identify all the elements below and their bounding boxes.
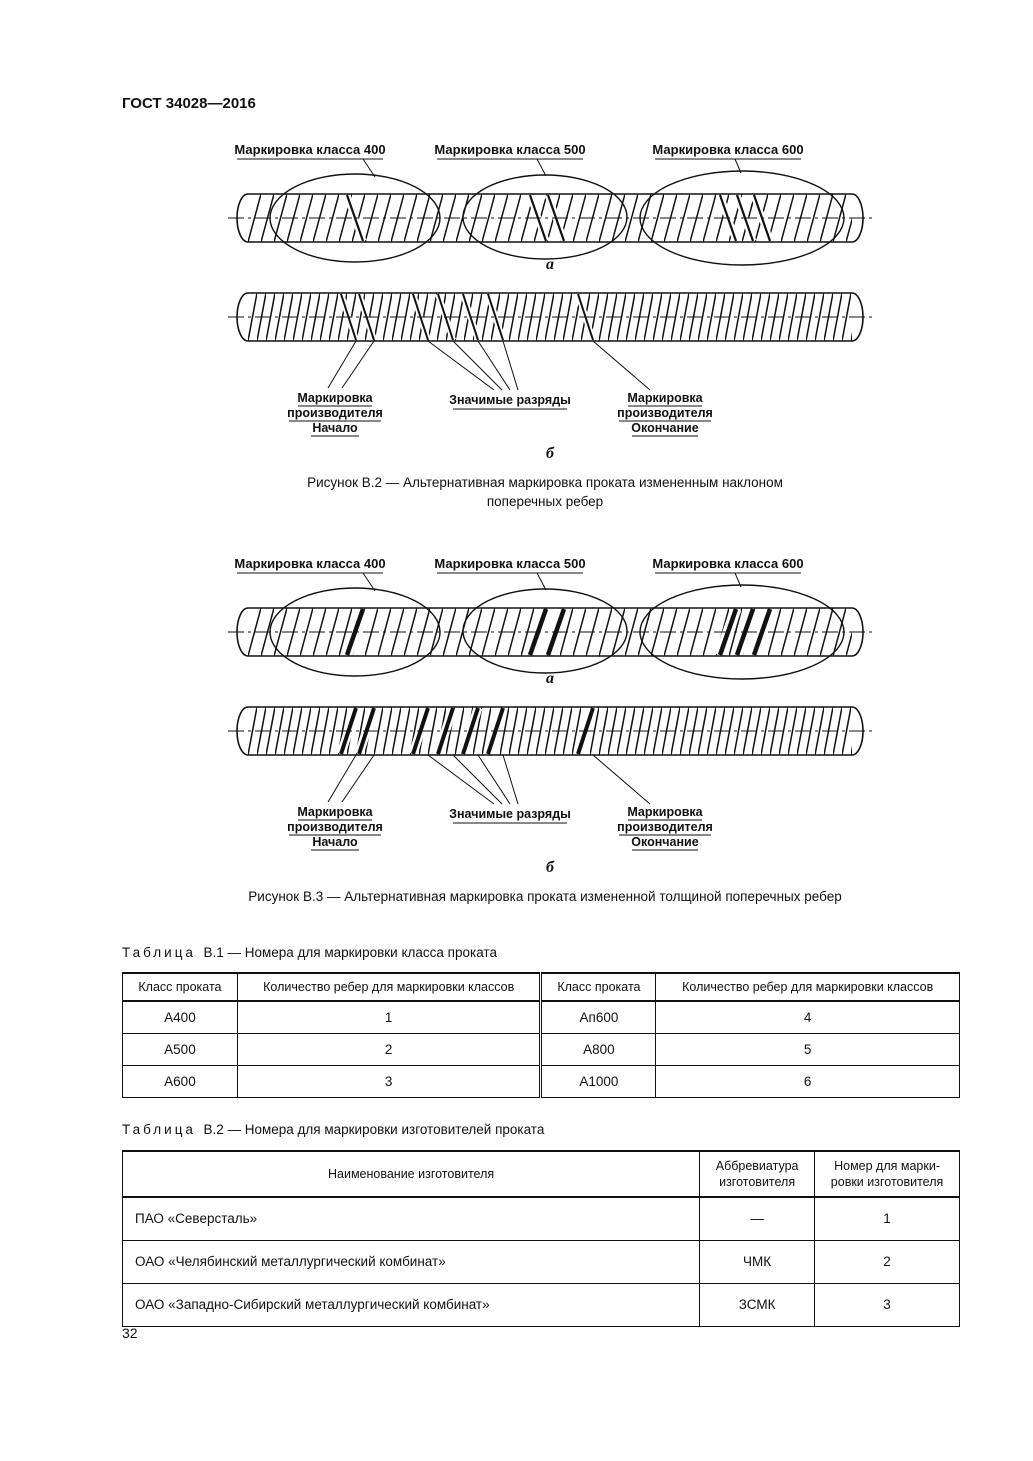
table-row: ОАО «Челябинский металлургический комбин… [121, 1239, 960, 1284]
header-line: Номер для марки- [834, 1159, 940, 1173]
table-row: А500 2 А800 5 [122, 1032, 960, 1066]
cell-number: 2 [814, 1239, 960, 1284]
figure-b3-drawing: Маркировка класса 400 Маркировка класса … [228, 556, 872, 876]
header-line: Аббревиатура [715, 1159, 799, 1173]
producer-start-line1: Маркировка [297, 391, 373, 405]
caption-line: поперечных ребер [486, 494, 604, 509]
significant-digits-label: Значимые разряды [449, 393, 571, 407]
producer-end-line3: Окончание [631, 835, 698, 849]
producer-end-line2: производителя [617, 820, 713, 834]
table-row: А600 3 А1000 6 [122, 1064, 960, 1098]
label-leader-lines [237, 572, 801, 592]
table-title-text: В.1 — Номера для маркировки класса прока… [203, 945, 497, 960]
col-header-manufacturer: Наименование изготовителя [121, 1150, 701, 1198]
callout-underlines [289, 405, 711, 437]
cell-class: А800 [539, 1032, 657, 1066]
sublabel-a: а [546, 670, 554, 687]
figure-b2-caption: Рисунок В.2 — Альтернативная маркировка … [175, 473, 915, 511]
figure-b3-caption: Рисунок В.3 — Альтернативная маркировка … [115, 887, 975, 906]
class-label-400: Маркировка класса 400 [234, 142, 385, 157]
figure-b2-drawing: Маркировка класса 400 Маркировка класса … [228, 142, 872, 462]
producer-end-line1: Маркировка [627, 391, 703, 405]
cell-ribs: 4 [655, 1000, 960, 1034]
producer-start-line2: производителя [287, 406, 383, 420]
table-title-text: В.2 — Номера для маркировки изготовителе… [203, 1122, 545, 1137]
rebar-a [228, 584, 872, 680]
class-labels: Маркировка класса 400 Маркировка класса … [234, 142, 804, 178]
cell-number: 3 [814, 1282, 960, 1327]
callout-lines [327, 340, 651, 391]
table-b2: Наименование изготовителя Аббревиатура и… [121, 1150, 960, 1327]
callout-labels: Маркировка производителя Начало Значимые… [287, 805, 713, 851]
class-label-500: Маркировка класса 500 [434, 556, 585, 571]
class-label-600: Маркировка класса 600 [652, 142, 803, 157]
table-row: ОАО «Западно-Сибирский металлургический … [121, 1282, 960, 1327]
table-b1-title: Таблица В.1 — Номера для маркировки клас… [122, 945, 497, 960]
callout-underlines [289, 819, 711, 851]
col-header-class: Класс проката [122, 972, 238, 1002]
cell-abbreviation: ЧМК [699, 1239, 816, 1284]
figure-b2: Маркировка класса 400 Маркировка класса … [145, 138, 885, 473]
label-leader-lines [237, 158, 801, 178]
caption-line: Рисунок В.3 — Альтернативная маркировка … [248, 889, 842, 904]
table-word: Таблица [122, 1122, 196, 1137]
col-header-number: Номер для марки- ровки изготовителя [814, 1150, 960, 1198]
cell-manufacturer: ОАО «Западно-Сибирский металлургический … [121, 1282, 701, 1327]
cell-class: А1000 [539, 1064, 657, 1098]
class-label-600: Маркировка класса 600 [652, 556, 803, 571]
significant-digits-label: Значимые разряды [449, 807, 571, 821]
sublabel-b: б [546, 445, 555, 462]
class-labels: Маркировка класса 400 Маркировка класса … [234, 556, 804, 592]
cell-ribs: 6 [655, 1064, 960, 1098]
producer-start-line2: производителя [287, 820, 383, 834]
col-header-class-2: Класс проката [539, 972, 657, 1002]
caption-line: Рисунок В.2 — Альтернативная маркировка … [307, 475, 783, 490]
cell-class: А500 [122, 1032, 238, 1066]
producer-end-line1: Маркировка [627, 805, 703, 819]
col-header-ribs-2: Количество ребер для маркировки классов [655, 972, 960, 1002]
callout-lines [327, 754, 651, 805]
cell-manufacturer: ОАО «Челябинский металлургический комбин… [121, 1239, 701, 1284]
page-number: 32 [122, 1325, 138, 1341]
cell-class: А400 [122, 1000, 238, 1034]
rebar-b [228, 706, 872, 805]
cell-abbreviation: ЗСМК [699, 1282, 816, 1327]
cell-number: 1 [814, 1196, 960, 1241]
sublabel-a: а [546, 256, 554, 273]
cell-ribs: 2 [236, 1032, 542, 1066]
producer-start-line3: Начало [312, 421, 358, 435]
cell-manufacturer: ПАО «Северсталь» [121, 1196, 701, 1241]
cell-ribs: 5 [655, 1032, 960, 1066]
col-header-abbreviation: Аббревиатура изготовителя [699, 1150, 816, 1198]
cell-class: А600 [122, 1064, 238, 1098]
producer-start-line3: Начало [312, 835, 358, 849]
header-line: ровки изготовителя [830, 1175, 944, 1189]
table-b1: Класс проката Количество ребер для марки… [122, 972, 960, 1098]
class-label-400: Маркировка класса 400 [234, 556, 385, 571]
marking-ellipses [269, 170, 845, 266]
rebar-b [228, 292, 872, 391]
cell-abbreviation: — [699, 1196, 816, 1241]
producer-start-line1: Маркировка [297, 805, 373, 819]
cell-ribs: 3 [236, 1064, 542, 1098]
rebar-a [228, 170, 872, 266]
table-b1-header-row: Класс проката Количество ребер для марки… [122, 972, 960, 1002]
marking-ellipses [269, 584, 845, 680]
table-b2-title: Таблица В.2 — Номера для маркировки изго… [122, 1122, 544, 1137]
figure-b3: Маркировка класса 400 Маркировка класса … [145, 552, 885, 887]
table-b2-header-row: Наименование изготовителя Аббревиатура и… [121, 1150, 960, 1198]
sublabel-b: б [546, 859, 555, 876]
cell-ribs: 1 [236, 1000, 542, 1034]
table-word: Таблица [122, 945, 196, 960]
col-header-ribs: Количество ребер для маркировки классов [236, 972, 542, 1002]
cell-class: Ап600 [539, 1000, 657, 1034]
class-label-500: Маркировка класса 500 [434, 142, 585, 157]
table-row: ПАО «Северсталь» — 1 [121, 1196, 960, 1241]
callout-labels: Маркировка производителя Начало Значимые… [287, 391, 713, 437]
document-header: ГОСТ 34028—2016 [122, 95, 256, 112]
header-line: изготовителя [719, 1175, 796, 1189]
table-row: А400 1 Ап600 4 [122, 1000, 960, 1034]
producer-end-line2: производителя [617, 406, 713, 420]
producer-end-line3: Окончание [631, 421, 698, 435]
